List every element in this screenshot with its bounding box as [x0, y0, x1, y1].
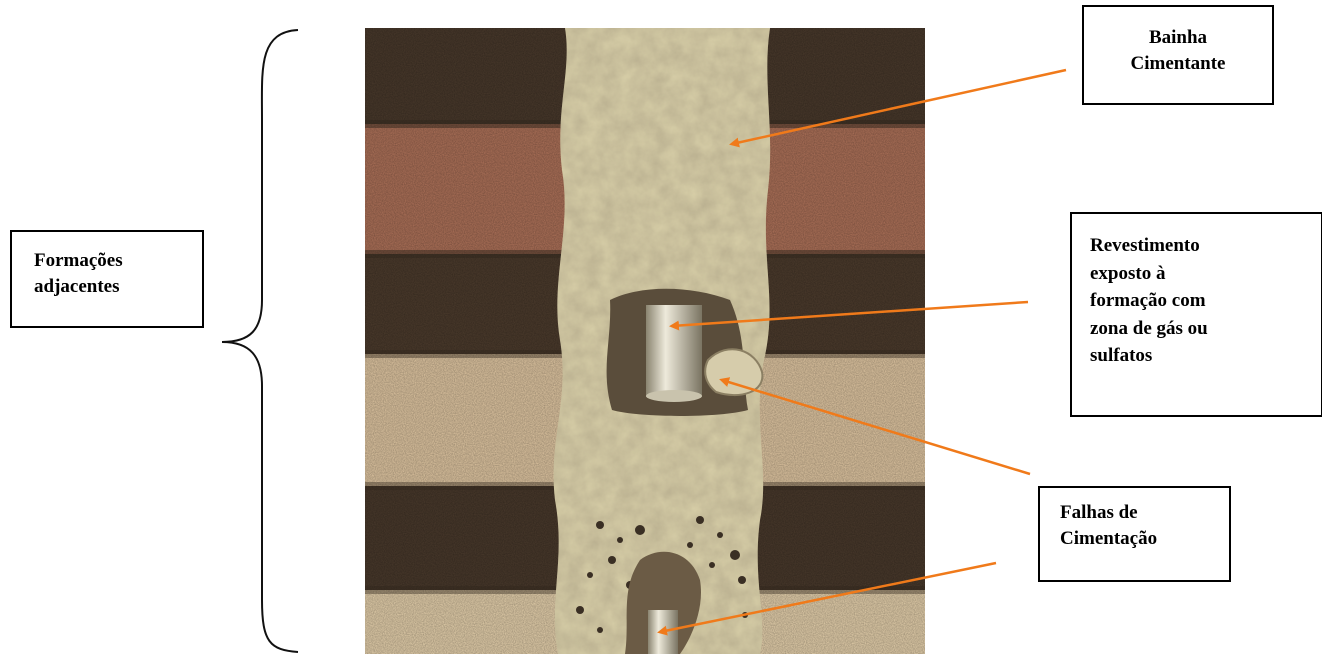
label-line: Revestimento — [1090, 232, 1321, 260]
formation-layers — [365, 28, 925, 654]
label-line: Cimentante — [1084, 51, 1272, 77]
label-line: formação com — [1090, 287, 1321, 315]
label-falhas-cimentacao: Falhas de Cimentação — [1038, 486, 1231, 582]
label-bainha-cimentante: Bainha Cimentante — [1082, 5, 1274, 105]
label-revestimento-exposto: Revestimento exposto à formação com zona… — [1070, 212, 1322, 417]
label-line: Falhas de — [1060, 500, 1229, 526]
label-formacoes-adjacentes: Formações adjacentes — [10, 230, 204, 328]
curly-brace — [222, 30, 298, 652]
label-line: zona de gás ou — [1090, 315, 1321, 343]
label-line: exposto à — [1090, 260, 1321, 288]
label-line: adjacentes — [34, 274, 202, 300]
exposed-casing — [646, 305, 702, 397]
label-line: Cimentação — [1060, 526, 1229, 552]
label-line: Bainha — [1084, 25, 1272, 51]
label-line: sulfatos — [1090, 342, 1321, 370]
label-line: Formações — [34, 248, 202, 274]
